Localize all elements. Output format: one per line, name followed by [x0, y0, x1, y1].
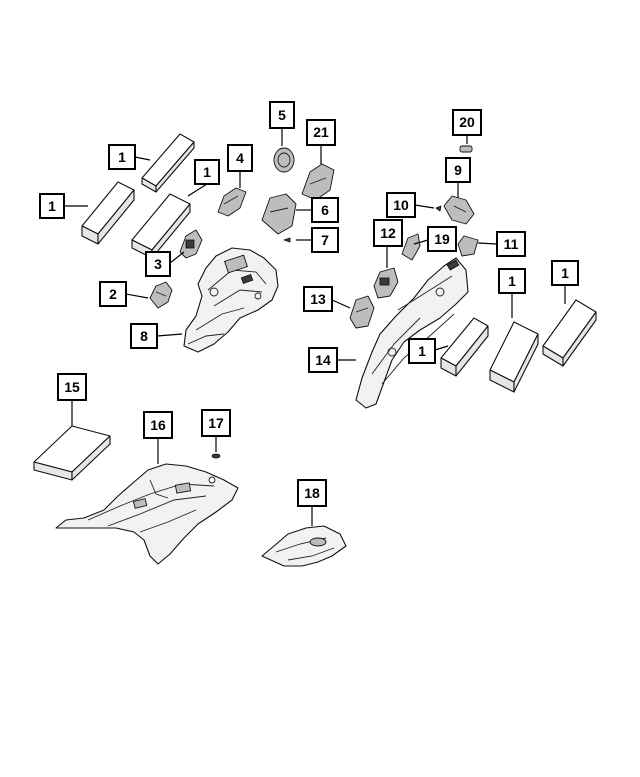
callout-1[interactable]: 1	[551, 260, 579, 286]
part-12-bracket[interactable]	[373, 267, 399, 299]
callout-18[interactable]: 18	[297, 479, 327, 507]
callout-label: 1	[561, 265, 569, 281]
callout-1[interactable]: 1	[498, 268, 526, 294]
callout-label: 2	[109, 286, 117, 302]
callout-1[interactable]: 1	[408, 338, 436, 364]
callout-label: 1	[508, 273, 516, 289]
part-11-block[interactable]	[457, 235, 479, 257]
part-20-clip[interactable]	[459, 145, 473, 153]
callout-6[interactable]: 6	[311, 197, 339, 223]
callout-label: 6	[321, 202, 329, 218]
left-wheelhouse-liner[interactable]	[183, 247, 279, 353]
callout-10[interactable]: 10	[386, 192, 416, 218]
callout-label: 20	[459, 114, 475, 130]
foam-block-left[interactable]	[81, 181, 135, 245]
part-4-bracket[interactable]	[217, 187, 247, 217]
foam-block-center-left[interactable]	[131, 193, 191, 259]
callout-label: 11	[504, 236, 519, 252]
callout-label: 16	[150, 417, 166, 433]
callout-label: 1	[203, 164, 211, 180]
callout-3[interactable]: 3	[145, 251, 171, 277]
part-6-panel[interactable]	[261, 193, 297, 235]
part-9-bracket[interactable]	[443, 195, 475, 225]
callout-14[interactable]: 14	[308, 347, 338, 373]
callout-4[interactable]: 4	[227, 144, 253, 172]
callout-1[interactable]: 1	[39, 193, 65, 219]
callout-label: 9	[454, 162, 462, 178]
callout-label: 1	[118, 149, 126, 165]
part-19-bracket[interactable]	[401, 233, 421, 261]
part-2-bracket[interactable]	[149, 281, 173, 309]
callout-label: 1	[418, 343, 426, 359]
callout-label: 7	[321, 232, 329, 248]
right-wheelhouse-liner[interactable]	[355, 257, 469, 409]
foam-pad-15[interactable]	[33, 425, 111, 481]
callout-label: 8	[140, 328, 148, 344]
foam-block-right-3[interactable]	[542, 299, 597, 367]
foam-block-upper-left[interactable]	[141, 133, 195, 193]
foam-block-right-1[interactable]	[440, 317, 489, 377]
part-5-grommet[interactable]	[273, 147, 295, 173]
callout-1[interactable]: 1	[194, 159, 220, 185]
part-10-clip[interactable]	[435, 205, 442, 212]
callout-17[interactable]: 17	[201, 409, 231, 437]
part-3-bracket[interactable]	[179, 229, 203, 259]
callout-13[interactable]: 13	[303, 286, 333, 312]
foam-block-right-2[interactable]	[489, 321, 539, 393]
leader-lines	[64, 128, 566, 526]
callout-label: 1	[48, 198, 56, 214]
callout-label: 13	[310, 291, 326, 307]
callout-label: 10	[393, 197, 409, 213]
callout-8[interactable]: 8	[130, 323, 158, 349]
callout-label: 19	[434, 231, 450, 247]
callout-19[interactable]: 19	[427, 226, 457, 252]
callout-9[interactable]: 9	[445, 157, 471, 183]
callout-2[interactable]: 2	[99, 281, 127, 307]
callout-11[interactable]: 11	[496, 231, 526, 257]
callout-label: 21	[313, 124, 329, 140]
callout-20[interactable]: 20	[452, 109, 482, 136]
floor-pan-silencer[interactable]	[55, 463, 239, 565]
part-21-bracket[interactable]	[301, 163, 335, 201]
callout-15[interactable]: 15	[57, 373, 87, 401]
callout-label: 4	[236, 150, 244, 166]
callout-label: 15	[64, 379, 80, 395]
part-13-bracket[interactable]	[349, 295, 375, 329]
callout-21[interactable]: 21	[306, 119, 336, 146]
part-7-clip[interactable]	[283, 237, 291, 243]
callout-label: 5	[278, 107, 286, 123]
callout-label: 12	[380, 225, 396, 241]
callout-12[interactable]: 12	[373, 219, 403, 247]
part-17-washer[interactable]	[211, 453, 221, 459]
callout-label: 3	[154, 256, 162, 272]
callout-7[interactable]: 7	[311, 227, 339, 253]
callout-label: 18	[304, 485, 320, 501]
callout-5[interactable]: 5	[269, 101, 295, 129]
rear-panel-silencer[interactable]	[261, 525, 347, 567]
callout-1[interactable]: 1	[108, 144, 136, 170]
callout-16[interactable]: 16	[143, 411, 173, 439]
callout-label: 17	[208, 415, 224, 431]
callout-label: 14	[315, 352, 331, 368]
